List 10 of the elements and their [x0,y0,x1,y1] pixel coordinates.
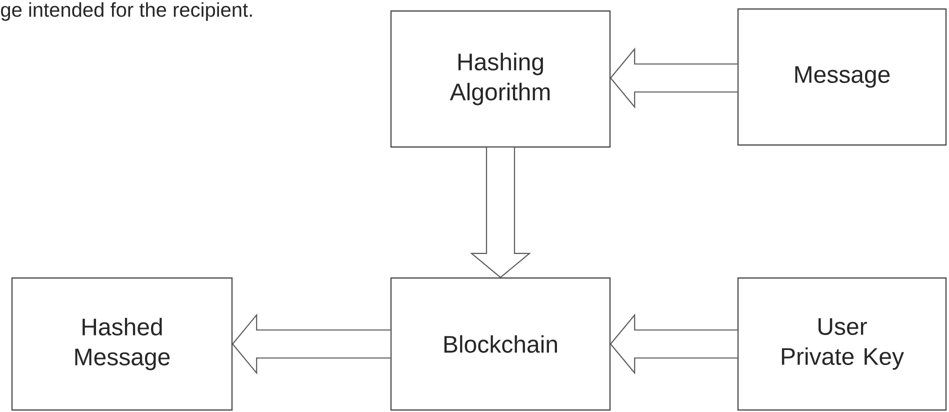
block-arrow [232,313,391,375]
caption-text: ge intended for the recipient. [1,2,252,21]
process-box: User Private Key [737,277,947,411]
block-arrow [610,47,738,109]
process-box: Hashed Message [11,277,233,411]
process-box: Blockchain [390,277,611,411]
block-arrow [470,147,532,278]
block-arrow [610,313,738,375]
process-box: Message [737,8,947,146]
process-box: Hashing Algorithm [390,10,611,148]
